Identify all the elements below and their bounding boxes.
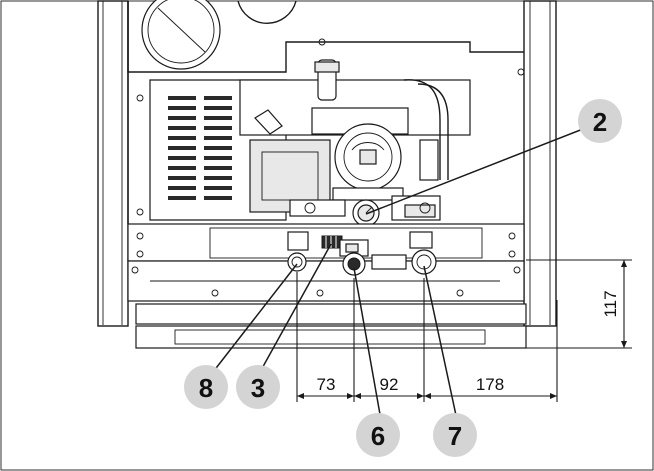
- louvre-slot: [204, 126, 232, 130]
- callout-8: 8: [184, 365, 228, 409]
- callout-label: 8: [199, 373, 213, 403]
- callout-label: 2: [593, 107, 607, 137]
- connection-3: [321, 235, 343, 249]
- callout-badge: [236, 365, 280, 409]
- louvre-slot: [204, 106, 232, 110]
- callout-7: 7: [433, 413, 477, 457]
- callout-3: 3: [236, 365, 280, 409]
- callout-badge: [184, 365, 228, 409]
- pressure-gauge: [352, 199, 380, 227]
- louvre-slot: [168, 196, 196, 200]
- louvre-slot: [168, 176, 196, 180]
- base-plate: [127, 260, 527, 349]
- callout-badge: [356, 413, 400, 457]
- louvre-slot: [168, 126, 196, 130]
- upper-plate: [127, 0, 525, 76]
- louvre-slot: [168, 106, 196, 110]
- callout-2: 2: [578, 99, 622, 143]
- louvre-slot: [204, 96, 232, 100]
- callout-badge: [433, 413, 477, 457]
- dimension-lines: [296, 259, 632, 402]
- dimension-92: 92: [380, 375, 399, 394]
- louvre-slot: [204, 136, 232, 140]
- louvre-slot: [204, 116, 232, 120]
- louvre-slot: [204, 166, 232, 170]
- louvre-slot: [204, 186, 232, 190]
- cabinet-frame: [97, 0, 557, 327]
- leader-lines: [212, 126, 589, 421]
- louvre-slot: [168, 96, 196, 100]
- louvre-slot: [168, 166, 196, 170]
- louvre-slot: [168, 156, 196, 160]
- louvre-slot: [168, 186, 196, 190]
- louvre-slot: [168, 146, 196, 150]
- callout-label: 3: [251, 373, 265, 403]
- louvre-slot: [204, 156, 232, 160]
- louvre-slot: [204, 196, 232, 200]
- louvre-slot: [204, 176, 232, 180]
- connection-8: [287, 231, 309, 272]
- dimension-73: 73: [317, 375, 336, 394]
- callout-6: 6: [356, 413, 400, 457]
- callout-badge: [578, 99, 622, 143]
- manifold: [289, 195, 441, 221]
- louvre-slot: [168, 116, 196, 120]
- circulation-pump: [311, 59, 449, 201]
- louvre-slot: [168, 136, 196, 140]
- dimension-178: 178: [476, 375, 504, 394]
- callout-label: 6: [371, 421, 385, 451]
- connection-6: [339, 239, 369, 276]
- dimension-117: 117: [601, 290, 620, 317]
- louvre-slot: [204, 146, 232, 150]
- callout-label: 7: [448, 421, 462, 451]
